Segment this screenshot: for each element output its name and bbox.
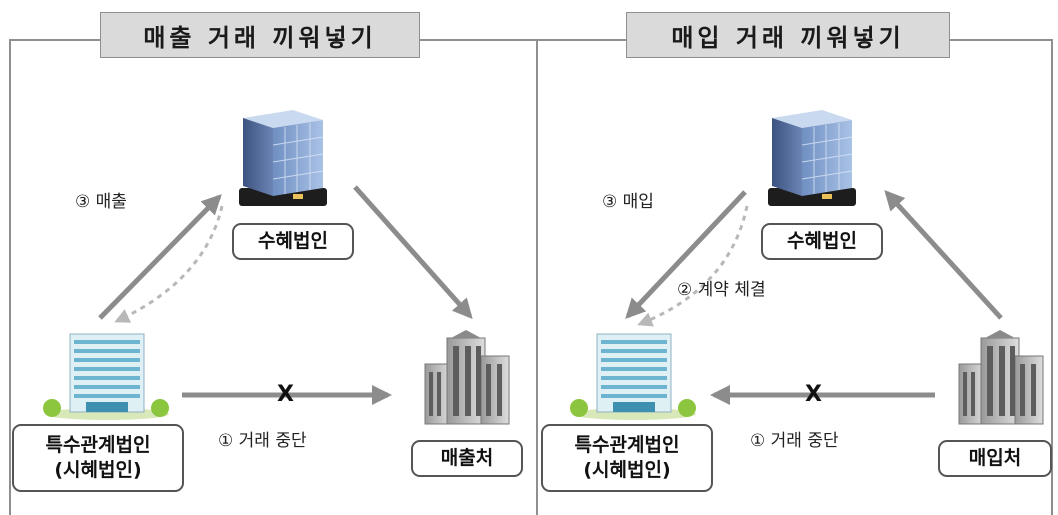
left-customer-box: 매출처 [411, 440, 523, 477]
right-beneficiary-label: 수혜법인 [787, 230, 857, 253]
office-building-icon [768, 110, 856, 206]
right-panel-title: 매입 거래 끼워넣기 [626, 12, 950, 58]
right-purchase-arrow [625, 190, 747, 319]
office-building-icon [239, 110, 327, 206]
right-supplier-box: 매입처 [938, 440, 1052, 477]
right-stop-mark: X [805, 382, 822, 407]
left-step1-label: ① 거래 중단 [218, 431, 307, 451]
right-related-party-sublabel: (시혜법인) [583, 459, 671, 481]
left-related-party-box: 특수관계법인 (시혜법인) [12, 424, 184, 492]
left-beneficiary-box: 수혜법인 [232, 223, 354, 260]
left-beneficiary-label: 수혜법인 [258, 230, 328, 253]
right-supplier-label: 매입처 [968, 447, 1022, 470]
left-sales-arrow [98, 194, 222, 320]
left-stop-mark: X [277, 382, 294, 407]
left-related-party-sublabel: (시혜법인) [54, 459, 142, 481]
left-customer-label: 매출처 [440, 447, 494, 470]
left-step3-label: ③ 매출 [75, 192, 127, 212]
right-step1-label: ① 거래 중단 [750, 431, 839, 451]
right-related-party-label: 특수관계법인 [574, 434, 680, 457]
city-buildings-icon [424, 330, 510, 425]
right-step2-label: ② 계약 체결 [677, 280, 766, 300]
left-dashed-arrow [114, 205, 224, 323]
left-panel-title: 매출 거래 끼워넣기 [100, 12, 420, 58]
right-related-party-box: 특수관계법인 (시혜법인) [541, 424, 713, 492]
right-up-arrow [884, 190, 1003, 320]
left-related-party-label: 특수관계법인 [45, 434, 151, 457]
right-step3-label: ③ 매입 [602, 192, 654, 212]
left-down-arrow [353, 185, 473, 319]
city-buildings-icon [958, 330, 1044, 425]
frame-lines [9, 39, 1053, 515]
right-beneficiary-box: 수혜법인 [761, 223, 883, 260]
related-company-building-icon [570, 333, 696, 420]
related-company-building-icon [43, 333, 169, 420]
right-dashed-arrow [637, 205, 749, 327]
